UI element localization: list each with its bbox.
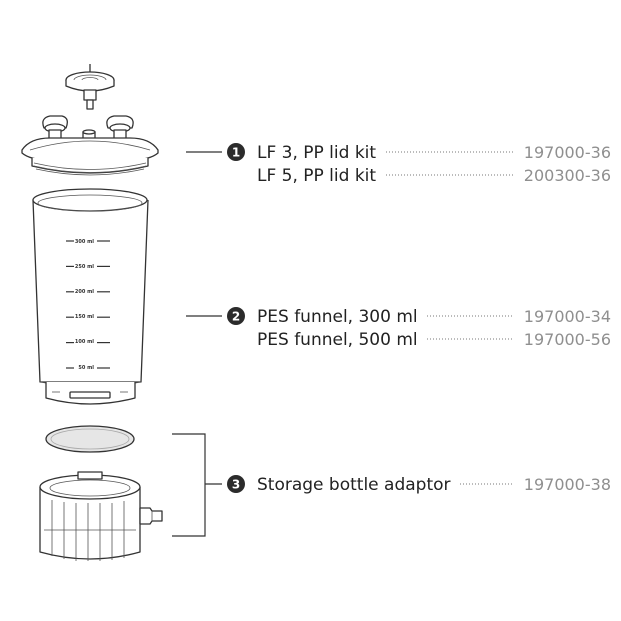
item-3-part-number-adaptor: 197000-38 (524, 475, 611, 494)
badge-1 (227, 143, 245, 161)
scale-label-300: 300 ml (75, 239, 94, 245)
scale-label-250: 250 ml (75, 264, 94, 270)
item-3: 3 Storage bottle adaptor 197000-38 (227, 475, 611, 495)
item-1-part-number-lf5: 200300-36 (524, 166, 611, 185)
scale-label-50: 50 ml (78, 365, 94, 371)
scale-label-100: 100 ml (75, 339, 94, 345)
scale-label-200: 200 ml (75, 289, 94, 295)
funnel-volume-scale: 300 ml 250 ml 200 ml 150 ml 100 ml 50 ml (66, 239, 110, 371)
syringe-filter-illustration (65, 64, 115, 110)
leader-bracket-3 (172, 433, 222, 537)
badge-3 (227, 475, 245, 493)
badge-3-number: 3 (232, 478, 240, 492)
badge-1-number: 1 (232, 146, 240, 160)
item-2-label-500ml: PES funnel, 500 ml (257, 330, 418, 350)
badge-2-number: 2 (232, 310, 240, 324)
item-2: 2 PES funnel, 300 ml 197000-34 PES funne… (227, 307, 611, 350)
item-2-label-300ml: PES funnel, 300 ml (257, 307, 418, 327)
funnel-illustration (32, 188, 149, 405)
item-1: 1 LF 3, PP lid kit 197000-36 LF 5, PP li… (227, 143, 611, 186)
badge-2 (227, 307, 245, 325)
item-3-label-adaptor: Storage bottle adaptor (257, 475, 451, 495)
item-2-part-number-300ml: 197000-34 (524, 307, 611, 326)
item-1-label-lf3: LF 3, PP lid kit (257, 143, 376, 163)
lid-kit-illustration (21, 115, 159, 176)
storage-bottle-adaptor-illustration (39, 471, 163, 561)
item-1-label-lf5: LF 5, PP lid kit (257, 166, 376, 186)
scale-label-150: 150 ml (75, 314, 94, 320)
filter-disc-illustration (45, 425, 135, 453)
item-2-part-number-500ml: 197000-56 (524, 330, 611, 349)
item-1-part-number-lf3: 197000-36 (524, 143, 611, 162)
